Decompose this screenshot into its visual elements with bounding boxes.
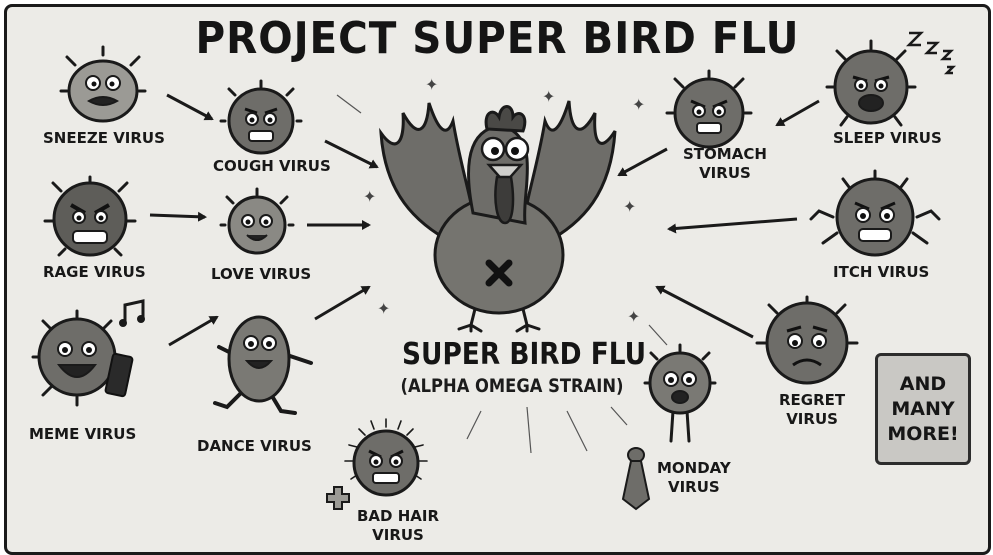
- necktie-icon: [619, 447, 653, 511]
- label-love-virus: LOVE VIRUS: [211, 265, 311, 284]
- virus-dance-icon: [211, 307, 321, 427]
- and-many-more-box: AND MANY MORE!: [875, 353, 971, 465]
- virus-stomach: [667, 71, 751, 151]
- sparkle-7: ✦: [627, 307, 640, 326]
- arrow-sleep-to-stomach: [777, 101, 819, 125]
- virus-rage-icon: [45, 177, 135, 257]
- virus-bad-hair-icon: [341, 415, 431, 505]
- music-note-icon: [119, 299, 147, 329]
- sparkle-3: ✦: [632, 95, 645, 114]
- center-title: SUPER BIRD FLU: [402, 337, 622, 372]
- arrow-sneeze-to-cough: [167, 95, 212, 119]
- virus-meme: [33, 305, 133, 415]
- virus-monday: [645, 345, 715, 455]
- chicken-illustration: [375, 73, 625, 333]
- arrow-itch-to-chicken: [669, 219, 797, 229]
- label-itch-virus: ITCH VIRUS: [833, 263, 929, 282]
- label-bad-hair-virus: BAD HAIR VIRUS: [357, 507, 439, 545]
- virus-sneeze-icon: [61, 47, 145, 123]
- label-monday-virus: MONDAY VIRUS: [657, 459, 731, 497]
- virus-regret: [757, 297, 857, 387]
- virus-dance: [211, 307, 321, 427]
- virus-regret-icon: [757, 297, 857, 387]
- label-sneeze-virus: SNEEZE VIRUS: [43, 129, 165, 148]
- virus-cough-icon: [221, 81, 301, 157]
- arrow-regret-to-chicken: [657, 287, 753, 337]
- virus-cough: [221, 81, 301, 157]
- label-stomach-virus: STOMACH VIRUS: [683, 145, 767, 183]
- poster-title: PROJECT SUPER BIRD FLU: [46, 13, 949, 64]
- arrow-cough-to-chicken: [325, 141, 377, 167]
- label-rage-virus: RAGE VIRUS: [43, 263, 146, 282]
- virus-itch-icon: [807, 171, 943, 263]
- virus-monday-icon: [645, 345, 715, 455]
- virus-love-icon: [221, 189, 293, 259]
- virus-meme-icon: [33, 305, 133, 415]
- arrow-rage-to-love: [150, 215, 205, 217]
- virus-itch: [807, 171, 943, 263]
- virus-love: [221, 189, 293, 259]
- label-dance-virus: DANCE VIRUS: [197, 437, 312, 456]
- poster: PROJECT SUPER BIRD FLU: [4, 4, 991, 555]
- center-subtitle: (ALPHA OMEGA STRAIN): [396, 375, 628, 397]
- virus-sneeze: [61, 47, 145, 123]
- virus-bad-hair: [341, 415, 431, 505]
- arrow-dance-to-chicken: [315, 287, 369, 319]
- arrow-meme-to-dance: [169, 317, 217, 345]
- virus-rage: [45, 177, 135, 257]
- zzz-icon: [907, 29, 961, 79]
- label-meme-virus: MEME VIRUS: [29, 425, 136, 444]
- label-sleep-virus: SLEEP VIRUS: [833, 129, 942, 148]
- virus-stomach-icon: [667, 71, 751, 151]
- label-regret-virus: REGRET VIRUS: [779, 391, 845, 429]
- label-cough-virus: COUGH VIRUS: [213, 157, 331, 176]
- sparkle-5: ✦: [623, 197, 636, 216]
- arrow-stomach-to-chicken: [619, 149, 667, 175]
- cross-shape-icon: [325, 485, 351, 511]
- and-many-more-text: AND MANY MORE!: [887, 372, 958, 447]
